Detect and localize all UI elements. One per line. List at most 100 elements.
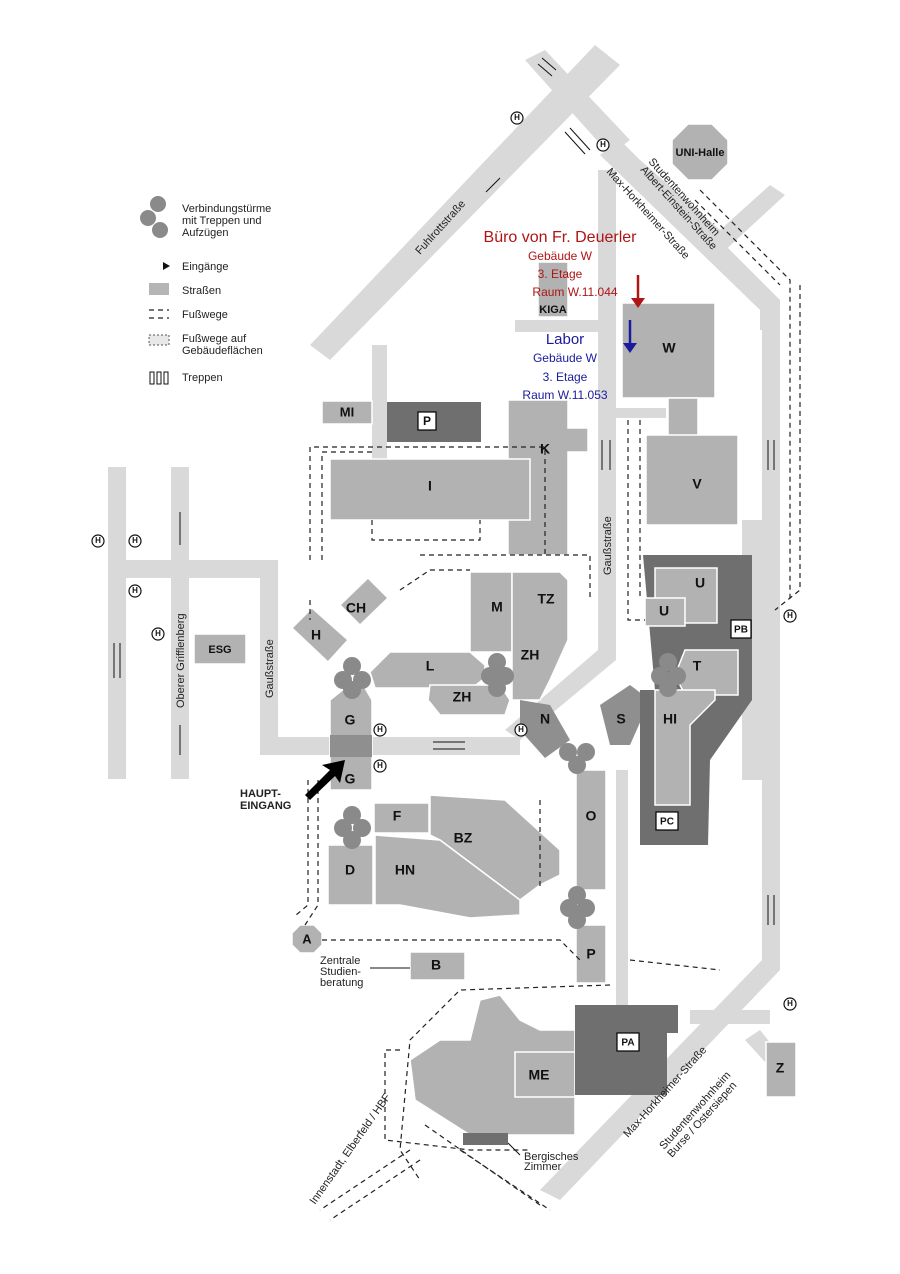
building-bz: [429, 794, 561, 901]
street-griffl: Oberer Grifflenberg: [175, 613, 187, 708]
bus-stop-icon: H: [783, 997, 797, 1011]
legend-footpaths: Fußwege: [182, 309, 228, 321]
building-v: [645, 434, 739, 526]
label-zh-upper: ZH: [521, 647, 540, 663]
road-uni-halle-loop: [620, 160, 785, 255]
legend-footpath-icon: [149, 309, 169, 319]
building-p-small: [575, 924, 607, 984]
label-hn: HN: [395, 862, 415, 878]
office-building: Gebäude W: [528, 249, 593, 263]
bergisches-label-2: Zimmer: [524, 1161, 562, 1173]
label-me: ME: [529, 1067, 550, 1083]
studienberatung-label-3: beratung: [320, 977, 363, 989]
road-right-vertical: [762, 330, 780, 970]
road-kiga-loop: [515, 320, 605, 332]
bus-stop-icon: H: [373, 723, 387, 737]
legend: Verbindungstürme mit Treppen und Aufzüge…: [140, 196, 271, 385]
building-s: [600, 685, 650, 745]
svg-text:H: H: [787, 999, 793, 1008]
legend-stairs-icon: [149, 371, 169, 385]
building-me-complex: [409, 994, 576, 1136]
legend-footpaths-buildings-2: Gebäudeflächen: [182, 345, 263, 357]
building-uni-halle: [671, 123, 729, 181]
bus-stop-icon: H: [510, 111, 524, 125]
label-g-bottom: G: [345, 771, 356, 787]
studienberatung-label-2: Studien-: [320, 966, 361, 978]
svg-text:H: H: [600, 140, 606, 149]
label-zh-lower: ZH: [453, 689, 472, 705]
road-gauss-vertical: [598, 170, 616, 660]
label-hi: HI: [663, 711, 677, 727]
street-innenstadt: Innenstadt, Elberfeld / HBF: [308, 1091, 394, 1206]
svg-text:H: H: [155, 629, 161, 638]
building-o: [575, 769, 607, 891]
label-p-small: P: [586, 946, 595, 962]
parking-box: [417, 411, 437, 431]
label-kiga: KIGA: [539, 304, 567, 316]
bus-stops: H H H H H H H H H H H: [91, 111, 797, 1011]
legend-towers-2: mit Treppen und: [182, 215, 262, 227]
lab-arrow: [623, 320, 637, 353]
bus-stop-icon: H: [128, 584, 142, 598]
building-esg: [193, 633, 247, 665]
svg-text:H: H: [518, 725, 524, 734]
towers: [334, 653, 686, 929]
label-ch: CH: [346, 600, 366, 616]
tower-op: [560, 886, 595, 929]
building-ch: [338, 576, 390, 627]
label-g-top: G: [345, 712, 356, 728]
building-labels: UNI-Halle KIGA W V K I MI P CH H ESG L Z…: [208, 147, 784, 1083]
label-esg: ESG: [208, 644, 231, 656]
building-f: [373, 802, 430, 834]
label-b: B: [431, 957, 441, 973]
svg-text:H: H: [377, 725, 383, 734]
legend-entrance-icon: [163, 262, 170, 270]
label-t: T: [693, 658, 702, 674]
road-fuhlrott-down: [372, 345, 387, 460]
lab-info: Labor Gebäude W 3. Etage Raum W.11.053: [522, 331, 607, 402]
building-u-lower: [644, 597, 686, 627]
label-i: I: [428, 478, 432, 494]
label-f: F: [393, 808, 402, 824]
road-horizontal-top: [108, 560, 278, 578]
label-p-parking: P: [423, 414, 431, 428]
bergisches-label-1: Bergisches: [524, 1151, 579, 1163]
legend-towers-3: Aufzügen: [182, 227, 228, 239]
road-griffl-vertical: [171, 467, 189, 779]
street-student-bottom-2: Burse / Ostersiepen: [665, 1080, 739, 1160]
building-l: [369, 651, 486, 689]
main-entrance-label-1: HAUPT-: [240, 788, 281, 800]
label-k: K: [540, 441, 550, 457]
building-n: [520, 700, 570, 758]
legend-roads: Straßen: [182, 285, 221, 297]
label-w: W: [662, 340, 676, 356]
label-u-upper: U: [695, 575, 705, 591]
label-d: D: [345, 862, 355, 878]
building-b: [409, 951, 466, 981]
label-u-lower: U: [659, 603, 669, 619]
label-mi: MI: [340, 404, 354, 419]
svg-text:H: H: [514, 113, 520, 122]
footpaths: [295, 189, 801, 1221]
label-bz: BZ: [454, 830, 473, 846]
legend-tower-icon: [140, 196, 168, 238]
svg-text:H: H: [132, 586, 138, 595]
svg-text:H: H: [95, 536, 101, 545]
svg-text:H: H: [377, 761, 383, 770]
tower-t: [651, 653, 686, 697]
tower-g-bottom: [334, 806, 371, 849]
label-s: S: [616, 711, 625, 727]
bus-stop-icon: H: [373, 759, 387, 773]
label-uni-halle: UNI-Halle: [676, 147, 725, 159]
office-info: Büro von Fr. Deuerler Gebäude W 3. Etage…: [484, 229, 638, 299]
pc-box: [655, 811, 679, 831]
label-pc: PC: [660, 817, 674, 828]
road-o-down: [616, 770, 628, 1010]
road-top-diagonal: [310, 45, 620, 360]
lab-room: Raum W.11.053: [522, 388, 607, 402]
street-gauss-left: Gaußstraße: [264, 639, 276, 698]
legend-towers-1: Verbindungstürme: [182, 203, 271, 215]
tower-g-top: [334, 657, 371, 699]
label-m: M: [491, 599, 503, 615]
